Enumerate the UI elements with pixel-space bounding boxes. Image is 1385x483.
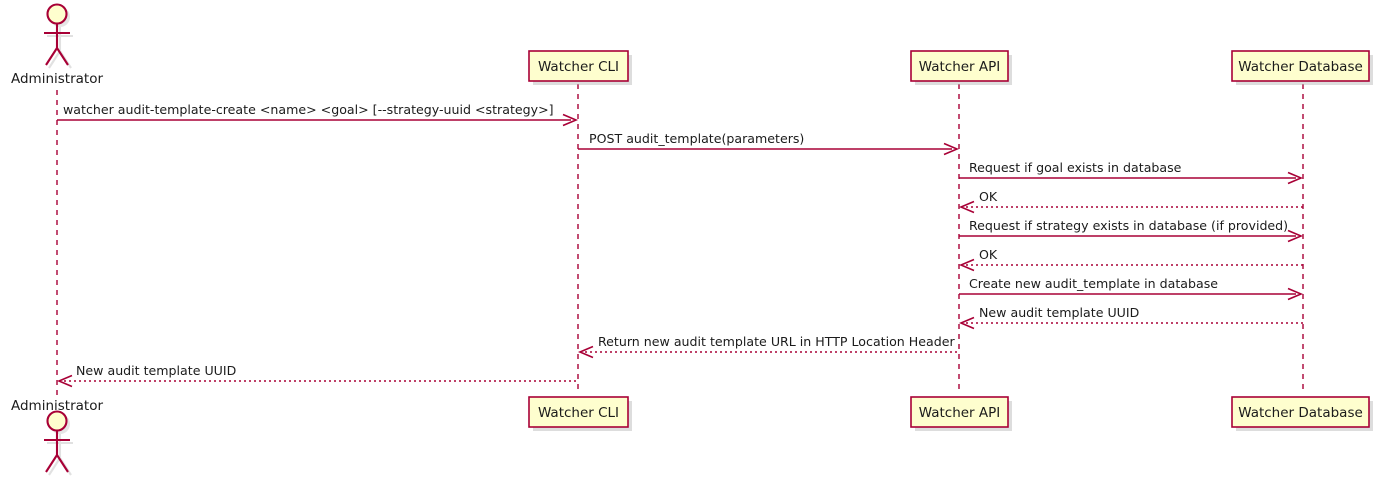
- actor-administrator-top[interactable]: Administrator: [11, 3, 103, 88]
- participant-label-watcher-cli: Watcher CLI: [538, 59, 619, 75]
- message-label: POST audit_template(parameters): [589, 131, 804, 146]
- message-label: Return new audit template URL in HTTP Lo…: [598, 334, 955, 349]
- participant-watcher-cli-top[interactable]: Watcher CLI: [528, 50, 632, 85]
- message-2[interactable]: POST audit_template(parameters): [578, 131, 960, 156]
- actor-leg-left-icon: [45, 454, 58, 473]
- participant-watcher-cli-bottom[interactable]: Watcher CLI: [528, 396, 632, 431]
- message-label: OK: [979, 247, 998, 262]
- participant-watcher-database-top[interactable]: Watcher Database: [1231, 50, 1373, 85]
- participant-label-watcher-api: Watcher API: [919, 405, 1001, 421]
- arrow-head-left-icon: [56, 374, 73, 388]
- participant-box: [910, 50, 1009, 82]
- message-7[interactable]: Create new audit_template in database: [959, 276, 1304, 301]
- actor-head-icon: [46, 3, 68, 25]
- arrow-head-left-icon: [958, 316, 975, 330]
- participant-label-watcher-cli: Watcher CLI: [538, 405, 619, 421]
- arrow-head-right-icon: [1287, 229, 1304, 243]
- actor-leg-right-icon: [56, 454, 69, 473]
- participant-box: [910, 396, 1009, 428]
- message-label: New audit template UUID: [76, 363, 236, 378]
- message-9[interactable]: Return new audit template URL in HTTP Lo…: [577, 334, 959, 359]
- participant-label-watcher-api: Watcher API: [919, 59, 1001, 75]
- participant-box: [1231, 396, 1370, 428]
- message-10[interactable]: New audit template UUID: [56, 363, 578, 388]
- actor-leg-right-icon: [56, 47, 69, 66]
- arrow-head-left-icon: [577, 345, 594, 359]
- arrow-head-left-icon: [958, 200, 975, 214]
- participant-watcher-database-bottom[interactable]: Watcher Database: [1231, 396, 1373, 431]
- participant-label-watcher-database: Watcher Database: [1238, 59, 1363, 75]
- message-5[interactable]: Request if strategy exists in database (…: [959, 218, 1304, 243]
- message-6[interactable]: OK: [958, 247, 1303, 272]
- arrow-head-right-icon: [943, 142, 960, 156]
- participant-label-watcher-database: Watcher Database: [1238, 405, 1363, 421]
- arrow-head-right-icon: [562, 113, 579, 127]
- actor-head-icon: [46, 410, 68, 432]
- actor-label-administrator-top: Administrator: [11, 71, 103, 87]
- message-label: New audit template UUID: [979, 305, 1139, 320]
- message-label: Request if strategy exists in database (…: [969, 218, 1288, 233]
- message-3[interactable]: Request if goal exists in database: [959, 160, 1304, 185]
- participant-box: [528, 396, 629, 428]
- message-label: Create new audit_template in database: [969, 276, 1218, 291]
- message-8[interactable]: New audit template UUID: [958, 305, 1303, 330]
- message-4[interactable]: OK: [958, 189, 1303, 214]
- actor-administrator-bottom[interactable]: Administrator: [11, 398, 103, 476]
- actor-leg-left-icon: [45, 47, 58, 66]
- message-1[interactable]: watcher audit-template-create <name> <go…: [57, 102, 579, 127]
- participant-watcher-api-top[interactable]: Watcher API: [910, 50, 1012, 85]
- arrow-head-right-icon: [1287, 287, 1304, 301]
- lifelines: [56, 84, 1304, 400]
- actor-label-administrator-bottom: Administrator: [11, 398, 103, 414]
- participant-box: [528, 50, 629, 82]
- arrow-head-left-icon: [958, 258, 975, 272]
- participant-watcher-api-bottom[interactable]: Watcher API: [910, 396, 1012, 431]
- message-label: watcher audit-template-create <name> <go…: [63, 102, 554, 117]
- message-label: Request if goal exists in database: [969, 160, 1182, 175]
- arrow-head-right-icon: [1287, 171, 1304, 185]
- message-label: OK: [979, 189, 998, 204]
- participant-box: [1231, 50, 1370, 82]
